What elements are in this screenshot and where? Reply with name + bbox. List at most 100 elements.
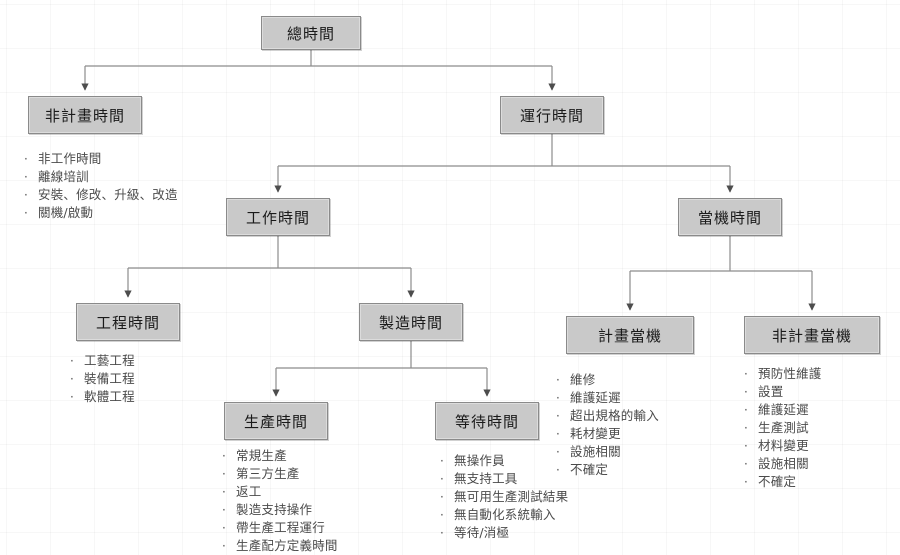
bullet-item: ·等待/消極 xyxy=(440,524,568,542)
bullet-marker-icon: · xyxy=(556,391,560,405)
bullet-marker-icon: · xyxy=(440,454,444,468)
bullets-scheduled-downtime: ·維修·維護延遲·超出規格的輸入·耗材變更·設施相關·不確定 xyxy=(556,371,659,479)
node-manufacturing-time[interactable]: 製造時間 xyxy=(359,303,463,341)
bullets-production-time: ·常規生產·第三方生產·返工·製造支持操作·帶生產工程運行·生產配方定義時間 xyxy=(222,447,338,555)
bullet-label: 關機/啟動 xyxy=(38,205,94,220)
bullet-item: · 無可用生產測試結果 xyxy=(440,488,568,506)
bullet-marker-icon: · xyxy=(70,390,74,404)
bullets-unscheduled-time: ·非工作時間·離線培訓·安裝、修改、升級、改造·關機/啟動 xyxy=(24,150,178,222)
bullet-item: · 生產測試 xyxy=(744,419,822,437)
bullet-label: 不確定 xyxy=(570,462,609,477)
bullet-item: · 設置 xyxy=(744,383,822,401)
bullet-marker-icon: · xyxy=(744,367,748,381)
bullet-marker-icon: · xyxy=(24,152,28,166)
bullet-label: 無可用生產測試結果 xyxy=(454,489,569,504)
bullet-item: ·非工作時間 xyxy=(24,150,178,168)
bullet-marker-icon: · xyxy=(440,526,444,540)
node-engineering-time[interactable]: 工程時間 xyxy=(76,303,180,341)
bullet-marker-icon: · xyxy=(222,503,226,517)
bullet-item: · 預防性維護 xyxy=(744,365,822,383)
bullet-label: 無操作員 xyxy=(454,453,505,468)
bullet-marker-icon: · xyxy=(440,508,444,522)
bullet-item: · 設施相關 xyxy=(744,455,822,473)
bullet-marker-icon: · xyxy=(24,188,28,202)
bullet-item: · 關機/啟動 xyxy=(24,204,178,222)
bullet-item: · 工藝工程 xyxy=(70,352,135,370)
bullet-label: 設施相關 xyxy=(570,444,621,459)
bullet-item: ·返工 xyxy=(222,483,338,501)
bullet-marker-icon: · xyxy=(24,170,28,184)
bullet-marker-icon: · xyxy=(70,354,74,368)
bullet-label: 超出規格的輸入 xyxy=(570,408,659,423)
bullet-item: · 無操作員 xyxy=(440,452,568,470)
bullet-item: ·生產配方定義時間 xyxy=(222,537,338,555)
bullet-label: 軟體工程 xyxy=(84,389,135,404)
bullet-marker-icon: · xyxy=(744,457,748,471)
bullet-item: · 無支持工具 xyxy=(440,470,568,488)
bullet-label: 離線培訓 xyxy=(38,169,89,184)
bullet-marker-icon: · xyxy=(744,403,748,417)
bullet-marker-icon: · xyxy=(222,521,226,535)
bullet-item: ·維修 xyxy=(556,371,659,389)
bullet-label: 無自動化系統輸入 xyxy=(454,507,556,522)
bullet-marker-icon: · xyxy=(556,373,560,387)
bullet-label: 裝備工程 xyxy=(84,371,135,386)
bullet-marker-icon: · xyxy=(556,427,560,441)
bullet-label: 製造支持操作 xyxy=(236,502,313,517)
bullet-marker-icon: · xyxy=(440,490,444,504)
bullet-item: · 不確定 xyxy=(556,461,659,479)
node-total-time[interactable]: 總時間 xyxy=(261,16,361,50)
bullet-item: · 製造支持操作 xyxy=(222,501,338,519)
node-work-time[interactable]: 工作時間 xyxy=(226,198,330,236)
bullet-marker-icon: · xyxy=(24,206,28,220)
bullet-marker-icon: · xyxy=(440,472,444,486)
bullet-label: 耗材變更 xyxy=(570,426,621,441)
node-downtime[interactable]: 當機時間 xyxy=(678,198,782,236)
bullet-label: 設置 xyxy=(758,384,784,399)
bullet-item: · 離線培訓 xyxy=(24,168,178,186)
bullet-item: · 安裝、修改、升級、改造 xyxy=(24,186,178,204)
bullet-marker-icon: · xyxy=(556,409,560,423)
node-scheduled-downtime[interactable]: 計畫當機 xyxy=(566,316,694,354)
bullet-label: 常規生產 xyxy=(236,448,287,463)
bullet-marker-icon: · xyxy=(70,372,74,386)
bullets-engineering-time: · 工藝工程 · 裝備工程 · 軟體工程 xyxy=(70,352,135,406)
bullet-item: · 裝備工程 xyxy=(70,370,135,388)
bullet-label: 設施相關 xyxy=(758,456,809,471)
bullet-marker-icon: · xyxy=(222,539,226,553)
bullet-marker-icon: · xyxy=(222,449,226,463)
bullet-marker-icon: · xyxy=(744,421,748,435)
bullet-item: · 常規生產 xyxy=(222,447,338,465)
bullet-marker-icon: · xyxy=(556,463,560,477)
bullets-unscheduled-downtime: ·預防性維護·設置·維護延遲·生產測試·材料變更·設施相關·不確定 xyxy=(744,365,822,491)
node-standby-time[interactable]: 等待時間 xyxy=(435,402,539,440)
bullet-label: 安裝、修改、升級、改造 xyxy=(38,187,178,202)
bullet-label: 工藝工程 xyxy=(84,353,135,368)
bullet-marker-icon: · xyxy=(222,485,226,499)
node-operation-time[interactable]: 運行時間 xyxy=(500,96,604,134)
bullet-item: · 超出規格的輸入 xyxy=(556,407,659,425)
bullets-standby-time: · 無操作員 · 無支持工具 · 無可用生產測試結果 · 無自動化系統輸入 ·等待/消極 xyxy=(440,452,568,542)
bullet-marker-icon: · xyxy=(744,475,748,489)
bullet-item: · 材料變更 xyxy=(744,437,822,455)
bullet-label: 維護延遲 xyxy=(570,390,621,405)
bullet-label: 無支持工具 xyxy=(454,471,518,486)
bullet-marker-icon: · xyxy=(744,439,748,453)
bullet-item: · 設施相關 xyxy=(556,443,659,461)
node-production-time[interactable]: 生產時間 xyxy=(224,402,328,440)
bullet-marker-icon: · xyxy=(744,385,748,399)
node-unscheduled-time[interactable]: 非計畫時間 xyxy=(28,96,142,134)
bullet-label: 材料變更 xyxy=(758,438,809,453)
bullet-item: ·維護延遲 xyxy=(744,401,822,419)
bullet-item: · 無自動化系統輸入 xyxy=(440,506,568,524)
node-unscheduled-downtime[interactable]: 非計畫當機 xyxy=(744,316,880,354)
bullet-label: 第三方生產 xyxy=(236,466,300,481)
bullet-marker-icon: · xyxy=(556,445,560,459)
bullet-item: · 維護延遲 xyxy=(556,389,659,407)
bullet-label: 生產測試 xyxy=(758,420,809,435)
bullet-marker-icon: · xyxy=(222,467,226,481)
bullet-label: 預防性維護 xyxy=(758,366,822,381)
bullet-label: 不確定 xyxy=(758,474,797,489)
bullet-label: 帶生產工程運行 xyxy=(236,520,325,535)
